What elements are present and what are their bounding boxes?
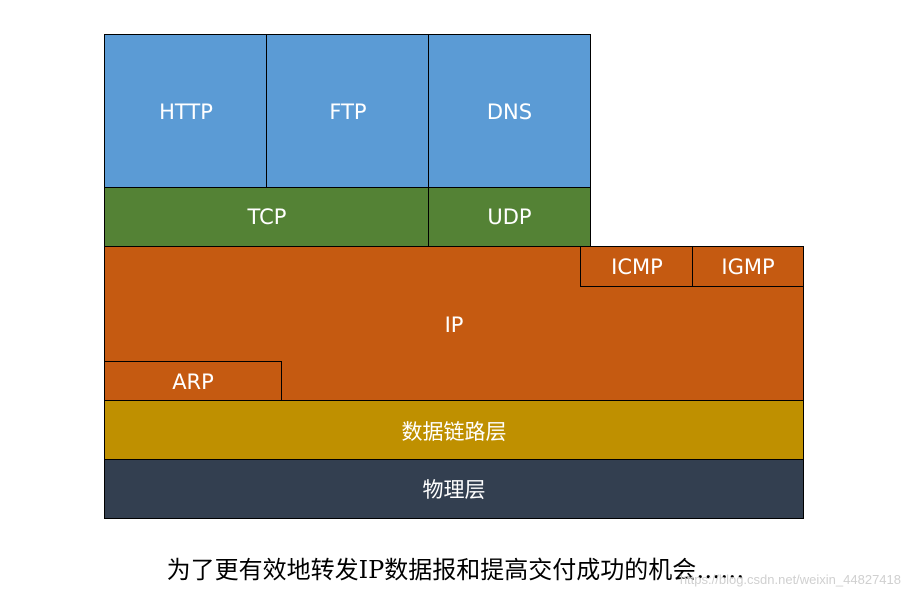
igmp-label: IGMP [721,254,775,279]
physical-layer-label: 物理层 [422,478,486,502]
ftp-box: FTP [266,34,430,189]
icmp-label: ICMP [611,254,663,279]
ip-label: IP [444,313,464,337]
http-box: HTTP [104,34,268,189]
dns-box: DNS [428,34,591,189]
tcp-box: TCP [104,187,430,247]
dns-label: DNS [486,99,533,124]
udp-box: UDP [428,187,591,247]
icmp-box: ICMP [580,246,694,287]
data-link-layer-box: 数据链路层 [104,400,804,461]
physical-layer-box: 物理层 [104,459,804,519]
ftp-label: FTP [329,99,367,124]
caption-text: 为了更有效地转发IP数据报和提高交付成功的机会…… [166,555,745,584]
igmp-box: IGMP [692,246,804,287]
udp-label: UDP [487,205,532,229]
tcp-label: TCP [247,205,287,229]
data-link-layer-label: 数据链路层 [401,419,507,444]
http-label: HTTP [159,99,213,124]
watermark-text: https://blog.csdn.net/weixin_44827418 [679,572,901,587]
arp-label: ARP [172,369,214,394]
arp-box: ARP [104,361,282,402]
